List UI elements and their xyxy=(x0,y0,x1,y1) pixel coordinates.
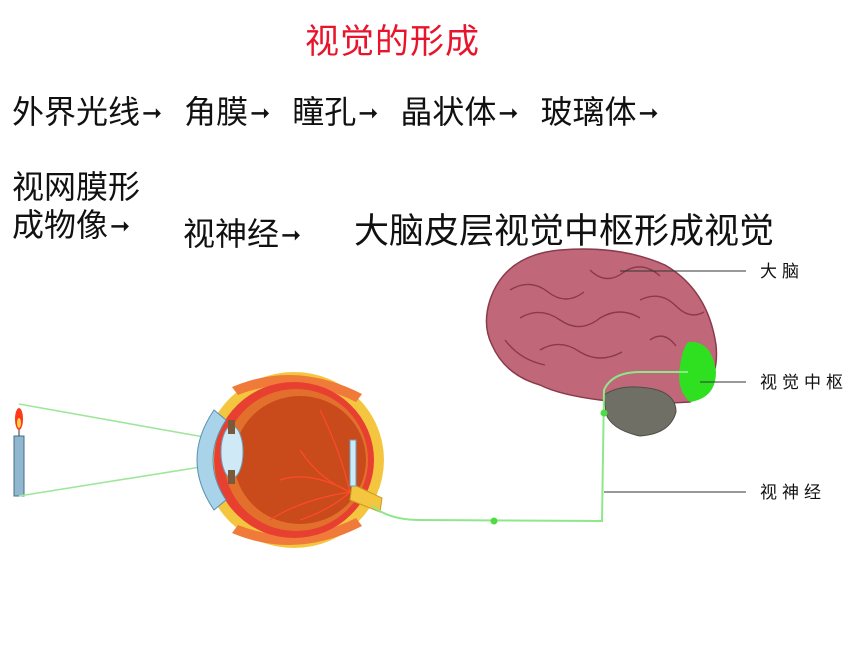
arrow-right-icon: ➞ xyxy=(638,99,659,127)
vitreous xyxy=(234,396,366,524)
nerve-pathway xyxy=(371,371,688,523)
candle-icon xyxy=(13,408,25,497)
sclera-band xyxy=(232,375,362,402)
arrow-right-icon: ➞ xyxy=(142,99,163,127)
cornea xyxy=(196,409,227,511)
flow-step-cornea: 角膜➞ xyxy=(184,93,271,131)
arrow-right-icon: ➞ xyxy=(358,99,379,127)
eye-diagram xyxy=(196,372,384,548)
label-visual-center: 视觉中枢 xyxy=(760,373,848,393)
arrow-right-icon: ➞ xyxy=(110,212,131,241)
label-brain: 大脑 xyxy=(760,262,804,282)
flow-step-retina: 视网膜形 成物像➞ xyxy=(12,168,141,245)
cerebellum xyxy=(603,386,677,437)
flow-step-lens: 晶状体➞ xyxy=(400,93,519,131)
arrow-right-icon: ➞ xyxy=(281,221,302,249)
nerve-node xyxy=(600,409,608,417)
page-title: 视觉的形成 xyxy=(305,22,480,62)
arrow-right-icon: ➞ xyxy=(498,99,519,127)
flow-step-pupil: 瞳孔➞ xyxy=(292,93,379,131)
label-optic-nerve: 视神经 xyxy=(760,483,826,503)
flow-step-light: 外界光线➞ xyxy=(12,93,163,131)
flow-line-1: 外界光线➞ 角膜➞ 瞳孔➞ 晶状体➞ 玻璃体➞ xyxy=(12,94,681,131)
visual-center xyxy=(679,341,716,402)
flow-step-vitreous: 玻璃体➞ xyxy=(540,93,659,131)
nerve-node xyxy=(490,517,498,525)
flow-step-optic-nerve: 视神经➞ xyxy=(183,215,302,253)
brain-diagram xyxy=(485,248,718,437)
arrow-right-icon: ➞ xyxy=(250,99,271,127)
flow-step-cortex: 大脑皮层视觉中枢形成视觉 xyxy=(354,212,775,252)
